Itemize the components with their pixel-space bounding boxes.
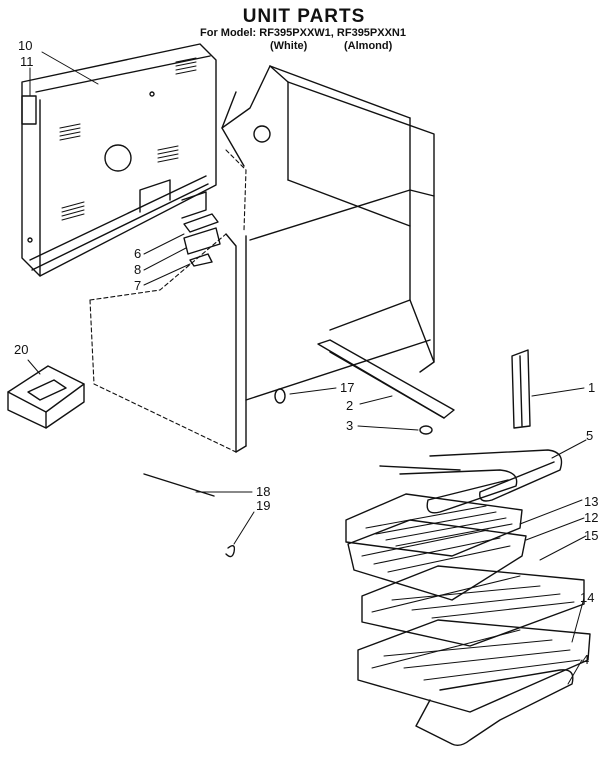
side-bracket [511,349,531,429]
callout-11: 11 [20,54,34,69]
switch-parts [183,213,221,267]
callout-12: 12 [584,510,598,525]
broil-element [379,449,563,514]
bracket-part [21,95,37,125]
back-panel [21,43,271,277]
callout-8: 8 [134,262,141,277]
page-title: UNIT PARTS [242,6,366,27]
callout-15: 15 [584,528,598,543]
callout-5: 5 [586,428,593,443]
model-line: For Model: RF395PXXW1, RF395PXXN1 [200,27,406,39]
leader-lines [27,51,587,685]
rod-part [143,473,215,497]
clip-part [419,425,433,435]
cabinet-frame [89,65,435,453]
grommet-part [274,388,286,404]
callout-13: 13 [584,494,598,509]
control-box [7,365,85,429]
callout-18: 18 [256,484,270,499]
callout-labels: 10 11 6 8 7 20 17 2 3 1 5 18 19 13 12 15… [14,38,598,667]
oven-rack-lower [357,619,591,713]
screw-part [225,545,236,558]
callout-19: 19 [256,498,270,513]
callout-4: 4 [582,652,589,667]
bottom-rail [317,339,455,419]
callout-17: 17 [340,380,354,395]
variant-almond: (Almond) [344,40,393,52]
callout-7: 7 [134,278,141,293]
callout-3: 3 [346,418,353,433]
callout-14: 14 [580,590,594,605]
variant-white: (White) [270,40,308,52]
bake-element [415,669,574,747]
oven-rack-upper [361,565,585,647]
callout-6: 6 [134,246,141,261]
callout-10: 10 [18,38,32,53]
broiler-pan [345,493,527,601]
callout-1: 1 [588,380,595,395]
callout-2: 2 [346,398,353,413]
callout-20: 20 [14,342,28,357]
